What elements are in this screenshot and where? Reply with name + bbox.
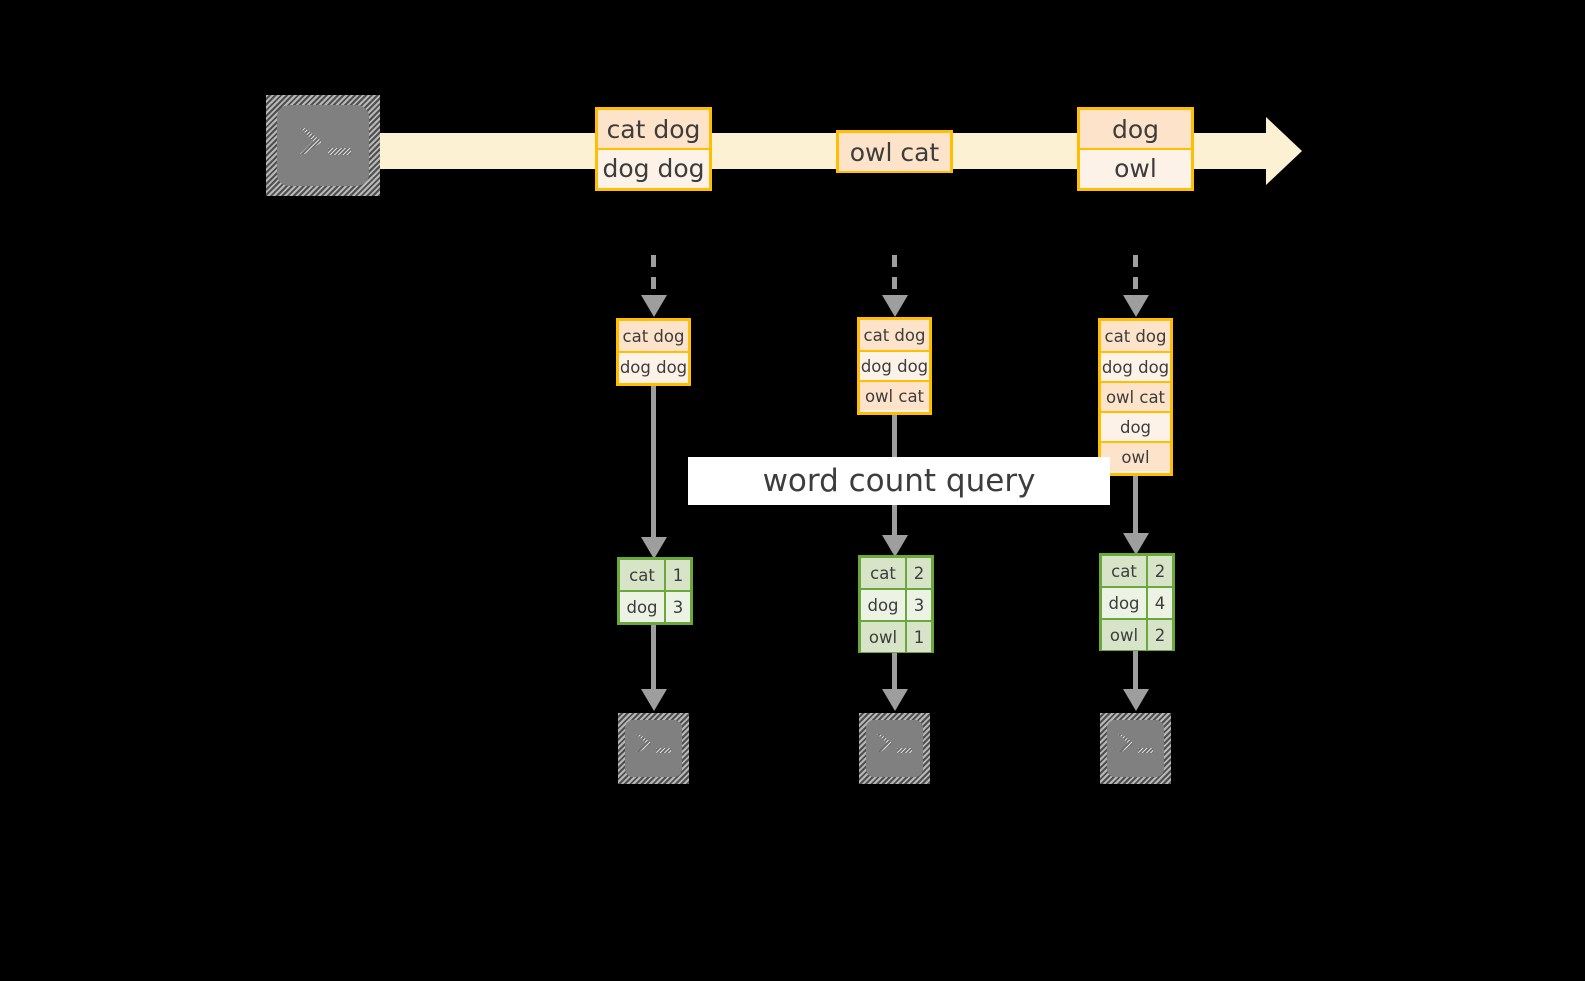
table-row: cat 2 [1102,556,1172,586]
result-word: dog [620,592,664,622]
buffer-line: dog dog [619,351,688,381]
buffer-line: dog dog [860,350,929,380]
prompt-underscore-icon [897,748,912,753]
query-label-band: word count query [688,457,1110,505]
result-count: 3 [664,592,690,622]
table-row: owl 1 [861,620,931,652]
stream-event-2[interactable]: owl cat [836,130,953,173]
table-row: dog 3 [861,588,931,620]
event-line: owl cat [839,133,950,171]
table-row: cat 1 [620,560,690,590]
icon-body [866,720,923,777]
icon-body [277,105,369,186]
result-count: 1 [664,560,690,590]
table-row: cat 2 [861,558,931,588]
snapshot-1-query-line [651,386,656,538]
snapshot-1-sink-line [651,625,656,691]
snapshot-2-sink-arrowhead-icon [882,689,908,711]
prompt-underscore-icon [1138,748,1153,753]
snapshot-1-trigger-arrowhead-icon [641,295,667,317]
result-word: cat [620,560,664,590]
buffer-line: dog [1101,411,1170,441]
table-row: owl 2 [1102,618,1172,650]
prompt-underscore-icon [656,748,671,753]
buffer-line: cat dog [619,321,688,351]
buffer-line: dog dog [1101,351,1170,381]
snapshot-1-result-table[interactable]: cat 1 dog 3 [617,557,693,625]
icon-body [625,720,682,777]
snapshot-2-query-arrowhead-icon [882,535,908,557]
stream-event-1[interactable]: cat dog dog dog [595,107,712,191]
snapshot-3-sink-arrowhead-icon [1123,689,1149,711]
snapshot-3-trigger-line [1133,255,1138,297]
prompt-underscore-icon [328,148,351,155]
event-line: owl [1080,148,1191,186]
snapshot-2-result-table[interactable]: cat 2 dog 3 owl 1 [858,555,934,653]
source-terminal-icon [266,95,380,196]
icon-body [1107,720,1164,777]
result-count: 3 [905,590,931,620]
result-word: cat [1102,556,1146,586]
result-word: cat [861,558,905,588]
buffer-line: owl cat [1101,381,1170,411]
snapshot-1-buffer[interactable]: cat dog dog dog [616,318,691,386]
result-count: 2 [1146,620,1172,650]
event-line: dog dog [598,148,709,186]
table-row: dog 3 [620,590,690,622]
result-count: 1 [905,622,931,652]
query-label: word count query [762,463,1036,499]
snapshot-3-result-table[interactable]: cat 2 dog 4 owl 2 [1099,553,1175,651]
stream-arrowhead-icon [1266,117,1302,185]
result-count: 2 [1146,556,1172,586]
snapshot-2-trigger-line [892,255,897,297]
buffer-line: cat dog [1101,321,1170,351]
snapshot-2-sink-terminal-icon [859,713,930,784]
result-word: dog [861,590,905,620]
table-row: dog 4 [1102,586,1172,618]
snapshot-3-sink-terminal-icon [1100,713,1171,784]
snapshot-1-query-arrowhead-icon [641,537,667,559]
result-word: dog [1102,588,1146,618]
buffer-line: owl cat [860,380,929,410]
snapshot-3-buffer[interactable]: cat dog dog dog owl cat dog owl [1098,318,1173,476]
snapshot-1-sink-arrowhead-icon [641,689,667,711]
snapshot-3-trigger-arrowhead-icon [1123,295,1149,317]
snapshot-2-sink-line [892,653,897,691]
snapshot-3-query-arrowhead-icon [1123,533,1149,555]
snapshot-2-trigger-arrowhead-icon [882,295,908,317]
snapshot-1-sink-terminal-icon [618,713,689,784]
snapshot-3-sink-line [1133,651,1138,691]
buffer-line: owl [1101,441,1170,471]
stream-event-3[interactable]: dog owl [1077,107,1194,191]
snapshot-1-trigger-line [651,255,656,297]
result-count: 2 [905,558,931,588]
snapshot-3-query-line [1133,476,1138,535]
result-count: 4 [1146,588,1172,618]
event-line: cat dog [598,110,709,148]
event-line: dog [1080,110,1191,148]
snapshot-2-buffer[interactable]: cat dog dog dog owl cat [857,317,932,415]
buffer-line: cat dog [860,320,929,350]
result-word: owl [1102,620,1146,650]
result-word: owl [861,622,905,652]
